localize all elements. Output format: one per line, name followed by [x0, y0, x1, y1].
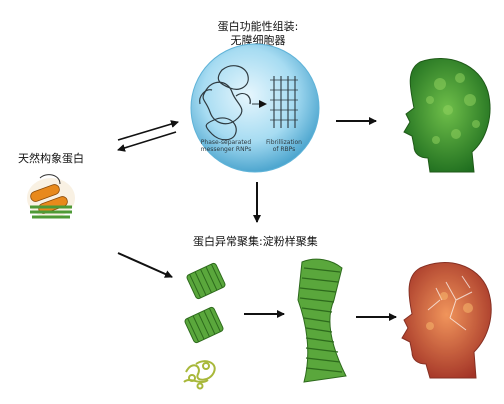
rnp-network-icon: [199, 65, 251, 141]
inset-right-caption-line1: Fibrillization: [266, 139, 302, 146]
oligomer-icon-2: [184, 306, 224, 344]
rbp-fibril-icon: [270, 76, 298, 128]
green-foliage-head-icon: [403, 58, 491, 173]
native-protein-icon: [27, 174, 75, 219]
native-protein-label: 天然构象蛋白: [18, 152, 84, 165]
oligomer-icon-1: [186, 262, 226, 300]
arrow-to-oligomers: [117, 252, 173, 278]
amyloid-fibril-icon: [297, 258, 347, 383]
functional-title-line1: 蛋白功能性组装:: [217, 20, 299, 33]
membraneless-organelle-inset: Phase-separated messenger RNPs Fibrilliz…: [190, 43, 320, 173]
red-decayed-head-icon: [401, 262, 492, 379]
functional-title-line2: 无膜细胞器: [230, 34, 286, 47]
equilibrium-arrows: [117, 120, 179, 152]
inset-right-caption-line2: of RBPs: [273, 146, 296, 153]
disordered-aggregate-icon: [183, 360, 216, 390]
aberrant-aggregation-title: 蛋白异常聚集:淀粉样聚集: [193, 235, 318, 248]
inset-left-caption-line2: messenger RNPs: [201, 146, 251, 153]
inset-left-caption-line1: Phase-separated: [201, 139, 252, 146]
functional-assembly-title: 蛋白功能性组装: 无膜细胞器: [198, 20, 318, 48]
